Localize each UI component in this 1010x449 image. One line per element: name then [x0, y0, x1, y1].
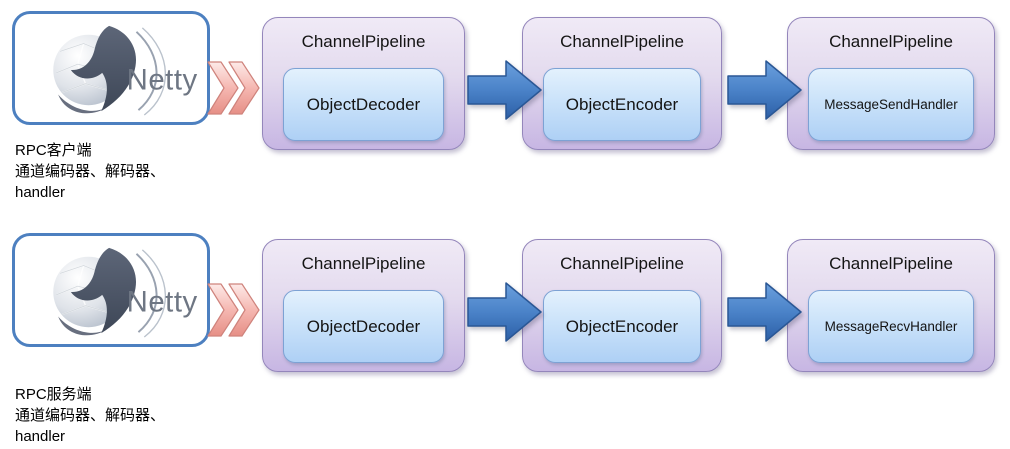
client-caption: RPC客户端 通道编码器、解码器、 handler — [15, 140, 255, 203]
right-arrow-icon — [727, 282, 802, 342]
pipeline-title: ChannelPipeline — [560, 254, 684, 273]
pipeline-box: ChannelPipeline MessageSendHandler — [787, 17, 995, 150]
globe-dark-crescent — [58, 316, 108, 336]
swoosh-arc-outer — [141, 249, 166, 338]
pipeline-title: ChannelPipeline — [829, 32, 953, 51]
globe-facets — [55, 264, 110, 316]
netty-bird-icon — [70, 25, 137, 112]
pipeline-box: ChannelPipeline ObjectDecoder — [262, 239, 465, 372]
pipeline-title: ChannelPipeline — [829, 254, 953, 273]
globe-dark-crescent — [58, 94, 108, 114]
pipeline-box: ChannelPipeline ObjectEncoder — [522, 239, 722, 372]
globe-facets — [55, 42, 110, 94]
swoosh-arc-outer — [141, 27, 166, 116]
caption-line: RPC客户端 — [15, 142, 92, 159]
swoosh-arc — [135, 31, 158, 111]
rpc-client-row: Netty RPC客户端 通道编码器、解码器、 handler ChannelP… — [12, 11, 995, 203]
netty-logo-box: Netty — [12, 233, 210, 347]
pipeline-title: ChannelPipeline — [301, 32, 426, 51]
right-arrow-icon — [467, 60, 542, 120]
caption-line: handler — [15, 428, 66, 445]
right-arrow-icon — [727, 60, 802, 120]
rpc-server-row: Netty RPC服务端 通道编码器、解码器、 handler ChannelP… — [0, 222, 1010, 449]
netty-wordmark: Netty — [127, 286, 198, 319]
netty-logo: Netty — [53, 25, 198, 116]
caption-line: RPC服务端 — [15, 386, 92, 403]
caption-line: handler — [15, 184, 66, 201]
handler-box: MessageRecvHandler — [808, 290, 974, 363]
caption-line: 通道编码器、解码器、 — [15, 407, 166, 424]
swoosh-arc — [135, 253, 158, 333]
server-caption: RPC服务端 通道编码器、解码器、 handler — [15, 384, 255, 447]
right-arrow-icon — [467, 282, 542, 342]
netty-logo: Netty — [53, 247, 198, 338]
netty-wordmark: Netty — [127, 64, 198, 97]
handler-box: ObjectDecoder — [283, 290, 444, 363]
double-chevron-icon — [207, 61, 260, 115]
pipeline-title: ChannelPipeline — [560, 32, 684, 51]
netty-bird-icon — [70, 247, 137, 334]
handler-box: ObjectDecoder — [283, 68, 444, 141]
pipeline-box: ChannelPipeline ObjectEncoder — [522, 17, 722, 150]
handler-box: ObjectEncoder — [543, 290, 701, 363]
pipeline-title: ChannelPipeline — [301, 254, 426, 273]
handler-box: ObjectEncoder — [543, 68, 701, 141]
double-chevron-icon — [207, 283, 260, 337]
caption-line: 通道编码器、解码器、 — [15, 163, 166, 180]
netty-logo-box: Netty — [12, 11, 210, 125]
pipeline-box: ChannelPipeline ObjectDecoder — [262, 17, 465, 150]
pipeline-box: ChannelPipeline MessageRecvHandler — [787, 239, 995, 372]
handler-box: MessageSendHandler — [808, 68, 974, 141]
